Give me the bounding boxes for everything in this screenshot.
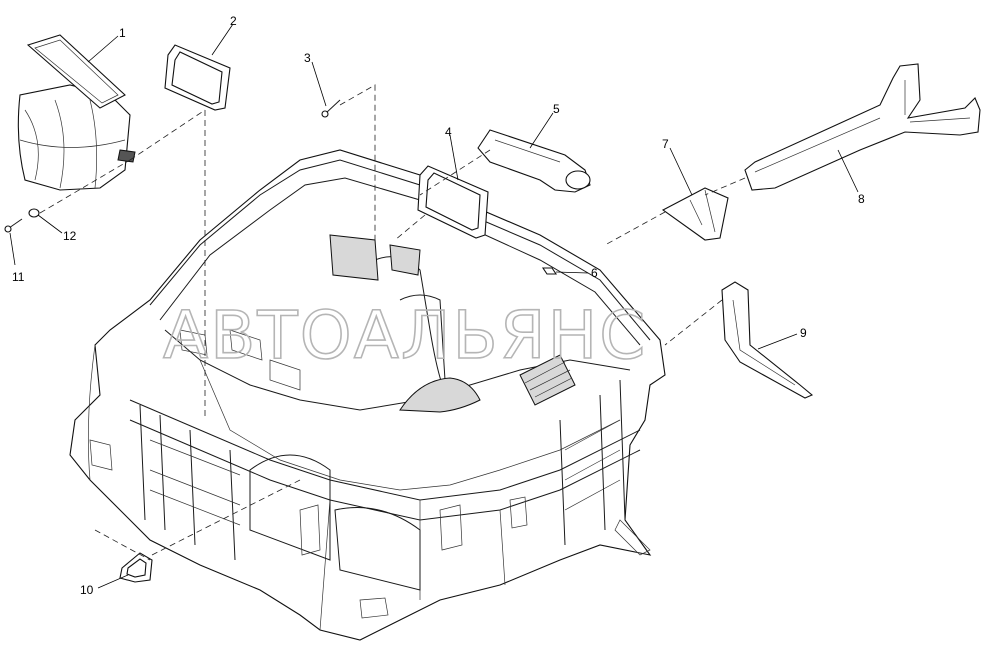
callout-7: 7: [662, 137, 669, 151]
callout-labels: 1 2 3 4 5 6 7 8 9 10 11 12: [12, 14, 865, 597]
callout-10: 10: [80, 583, 94, 597]
leader-lines: [9, 23, 859, 589]
cab-front-frame: [69, 149, 666, 641]
callout-12: 12: [63, 229, 77, 243]
part-8-y-duct: [744, 63, 981, 191]
part-7-bracket: [661, 187, 729, 241]
part-12-nut: [28, 208, 40, 218]
part-4-gasket: [417, 165, 489, 239]
callout-3: 3: [304, 51, 311, 65]
part-10-gasket: [119, 552, 153, 583]
callout-2: 2: [230, 14, 237, 28]
callout-5: 5: [553, 102, 560, 116]
callout-8: 8: [858, 192, 865, 206]
watermark-text: АВТОАЛЬЯНС: [163, 297, 647, 374]
installation-lines: [39, 84, 746, 561]
callout-11: 11: [12, 270, 25, 284]
part-6-clip: [541, 267, 558, 275]
part-2-gasket: [164, 44, 231, 111]
callout-4: 4: [445, 125, 452, 139]
callout-9: 9: [800, 326, 807, 340]
part-1-blower-housing: [17, 34, 136, 191]
part-5-duct: [477, 129, 591, 193]
callout-6: 6: [591, 266, 598, 280]
part-9-duct: [721, 281, 814, 399]
callout-1: 1: [119, 26, 126, 40]
part-11-bolt: [4, 218, 23, 233]
part-3-screw: [321, 99, 341, 118]
